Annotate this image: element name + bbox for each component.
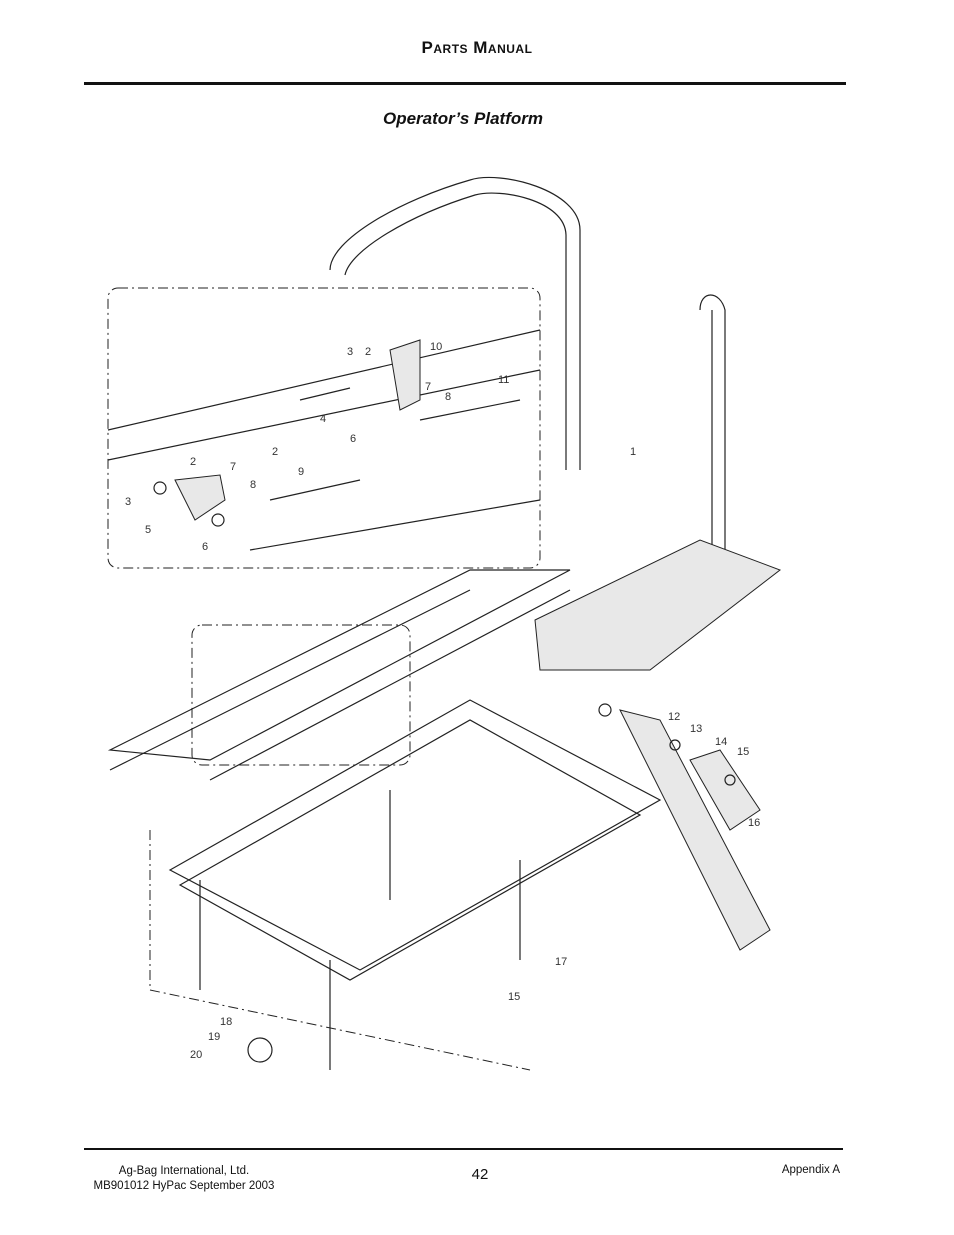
callout-label: 13 bbox=[690, 723, 702, 735]
callout-label: 7 bbox=[425, 381, 431, 393]
callout-label: 17 bbox=[555, 956, 567, 968]
callout-label: 3 bbox=[347, 346, 353, 358]
header-rule bbox=[84, 82, 846, 85]
callout-label: 3 bbox=[125, 496, 131, 508]
detail-inset-box bbox=[107, 287, 541, 569]
footer-publisher: Ag-Bag International, Ltd. MB901012 HyPa… bbox=[84, 1164, 284, 1194]
callout-label: 19 bbox=[208, 1031, 220, 1043]
callout-label: 2 bbox=[190, 456, 196, 468]
callout-label: 6 bbox=[202, 541, 208, 553]
callout-label: 14 bbox=[715, 736, 727, 748]
callout-label: 10 bbox=[430, 341, 442, 353]
footer-company: Ag-Bag International, Ltd. bbox=[118, 1165, 250, 1177]
callout-label: 9 bbox=[298, 466, 304, 478]
callout-label: 20 bbox=[190, 1049, 202, 1061]
footer-appendix: Appendix A bbox=[781, 1164, 840, 1176]
callout-label: 11 bbox=[498, 374, 509, 386]
callout-label: 15 bbox=[508, 991, 520, 1003]
footer-rule bbox=[84, 1148, 843, 1150]
page-number: 42 bbox=[471, 1166, 489, 1183]
callout-label: 4 bbox=[320, 413, 326, 425]
detail-callout-box bbox=[191, 624, 411, 766]
callout-label: 15 bbox=[737, 746, 749, 758]
callout-label: 1 bbox=[630, 446, 636, 458]
callout-label: 8 bbox=[250, 479, 256, 491]
callout-label: 16 bbox=[748, 817, 760, 829]
callout-label: 2 bbox=[365, 346, 371, 358]
callout-label: 8 bbox=[445, 391, 451, 403]
parts-diagram: 1 2 2 2 3 3 4 5 6 6 7 7 8 8 9 10 11 12 1… bbox=[100, 170, 800, 1090]
section-title: Operator’s Platform bbox=[383, 109, 543, 128]
callout-label: 6 bbox=[350, 433, 356, 445]
callout-label: 18 bbox=[220, 1016, 232, 1028]
page-header-title: Parts Manual bbox=[421, 38, 533, 57]
exploded-view-drawing: 1 2 2 2 3 3 4 5 6 6 7 7 8 8 9 10 11 12 1… bbox=[107, 176, 782, 1071]
footer-doc-id: MB901012 HyPac September 2003 bbox=[93, 1180, 275, 1192]
callout-label: 7 bbox=[230, 461, 236, 473]
callout-label: 12 bbox=[668, 711, 680, 723]
callout-label: 2 bbox=[272, 446, 278, 458]
callout-label: 5 bbox=[145, 524, 151, 536]
